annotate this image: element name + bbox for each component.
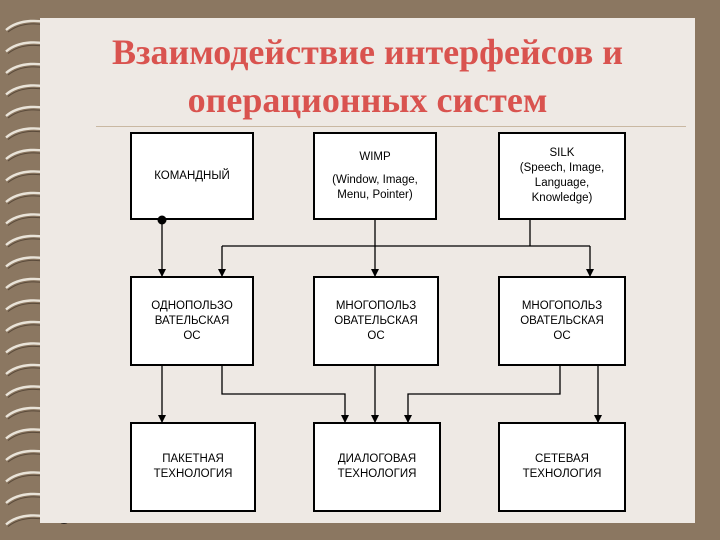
box-wimp-interface: WIMP (Window, Image, Menu, Pointer) [313, 132, 437, 220]
slide-title: Взаимодействие интерфейсов и операционны… [40, 28, 695, 124]
box-wimp-title: WIMP [359, 150, 391, 163]
box-dialog-technology-label: ДИАЛОГОВАЯ ТЕХНОЛОГИЯ [337, 453, 417, 480]
box-command-label: КОМАНДНЫЙ [154, 169, 230, 182]
connector-single-os-to-dialog [221, 366, 349, 423]
connector-junction-dot [157, 215, 167, 225]
box-network-technology-label: СЕТЕВАЯ ТЕХНОЛОГИЯ [522, 453, 602, 480]
box-multi-user-os-2-label: МНОГОПОЛЬЗ ОВАТЕЛЬСКАЯ ОС [520, 299, 604, 342]
box-wimp-subtitle: (Window, Image, Menu, Pointer) [332, 173, 418, 201]
box-multi-user-os-1: МНОГОПОЛЬЗ ОВАТЕЛЬСКАЯ ОС [313, 276, 439, 366]
box-multi-user-os-2: МНОГОПОЛЬЗ ОВАТЕЛЬСКАЯ ОС [498, 276, 626, 366]
title-line-1: Взаимодействие интерфейсов и [111, 32, 624, 72]
title-divider [96, 126, 686, 127]
box-batch-technology: ПАКЕТНАЯ ТЕХНОЛОГИЯ [130, 422, 256, 512]
box-silk-interface: SILK (Speech, Image, Language, Knowledge… [498, 132, 626, 220]
box-command-interface: КОМАНДНЫЙ [130, 132, 254, 220]
box-single-user-os-label: ОДНОПОЛЬЗО ВАТЕЛЬСКАЯ ОС [151, 299, 233, 342]
box-multi-user-os-1-label: МНОГОПОЛЬЗ ОВАТЕЛЬСКАЯ ОС [334, 299, 418, 342]
box-network-technology: СЕТЕВАЯ ТЕХНОЛОГИЯ [498, 422, 626, 512]
box-batch-technology-label: ПАКЕТНАЯ ТЕХНОЛОГИЯ [153, 453, 233, 480]
box-dialog-technology: ДИАЛОГОВАЯ ТЕХНОЛОГИЯ [313, 422, 441, 512]
connector-multi-os-2-to-dialog [404, 366, 561, 423]
title-line-2: операционных систем [187, 80, 548, 120]
box-single-user-os: ОДНОПОЛЬЗО ВАТЕЛЬСКАЯ ОС [130, 276, 254, 366]
box-silk-label: SILK (Speech, Image, Language, Knowledge… [519, 147, 605, 204]
